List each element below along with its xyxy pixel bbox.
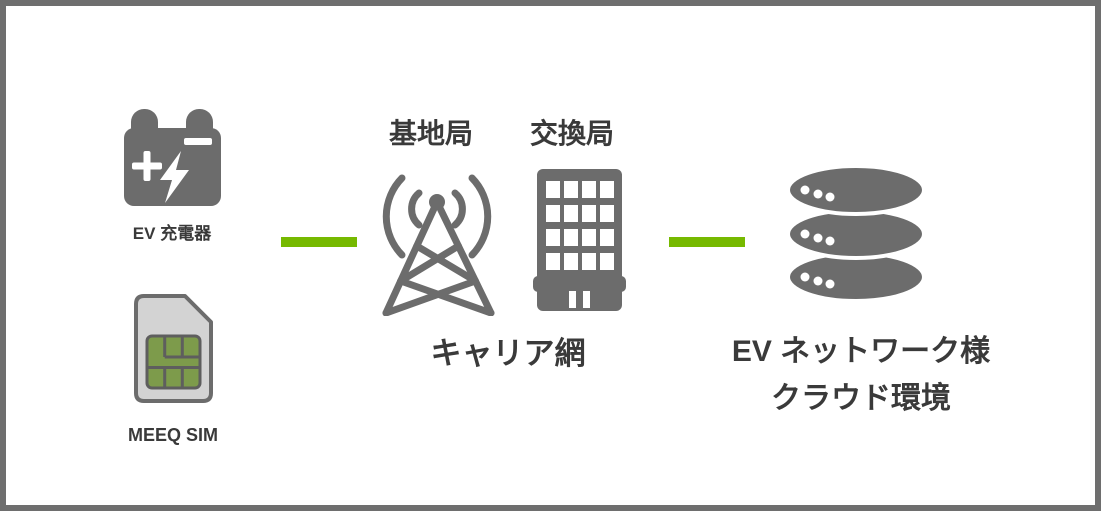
ev-charger-label: EV 充電器: [132, 224, 212, 243]
battery-charger-icon: [124, 109, 221, 206]
sim-card-icon: [134, 294, 213, 403]
link-carrier-to-cloud: [669, 237, 745, 247]
database-stack-icon: [786, 166, 926, 301]
link-device-to-carrier: [281, 237, 357, 247]
office-building-icon: [533, 169, 626, 311]
base-station-label: 基地局: [388, 118, 473, 149]
meeq-sim-label: MEEQ SIM: [127, 425, 218, 445]
exchange-label: 交換局: [529, 118, 614, 149]
cloud-caption-line1: EV ネットワーク様: [731, 335, 991, 368]
cloud-caption: EV ネットワーク様 クラウド環境: [711, 328, 1011, 422]
cloud-caption-line2: クラウド環境: [771, 382, 951, 415]
radio-tower-icon: [382, 174, 495, 316]
carrier-network-caption: キャリア網: [430, 336, 586, 371]
